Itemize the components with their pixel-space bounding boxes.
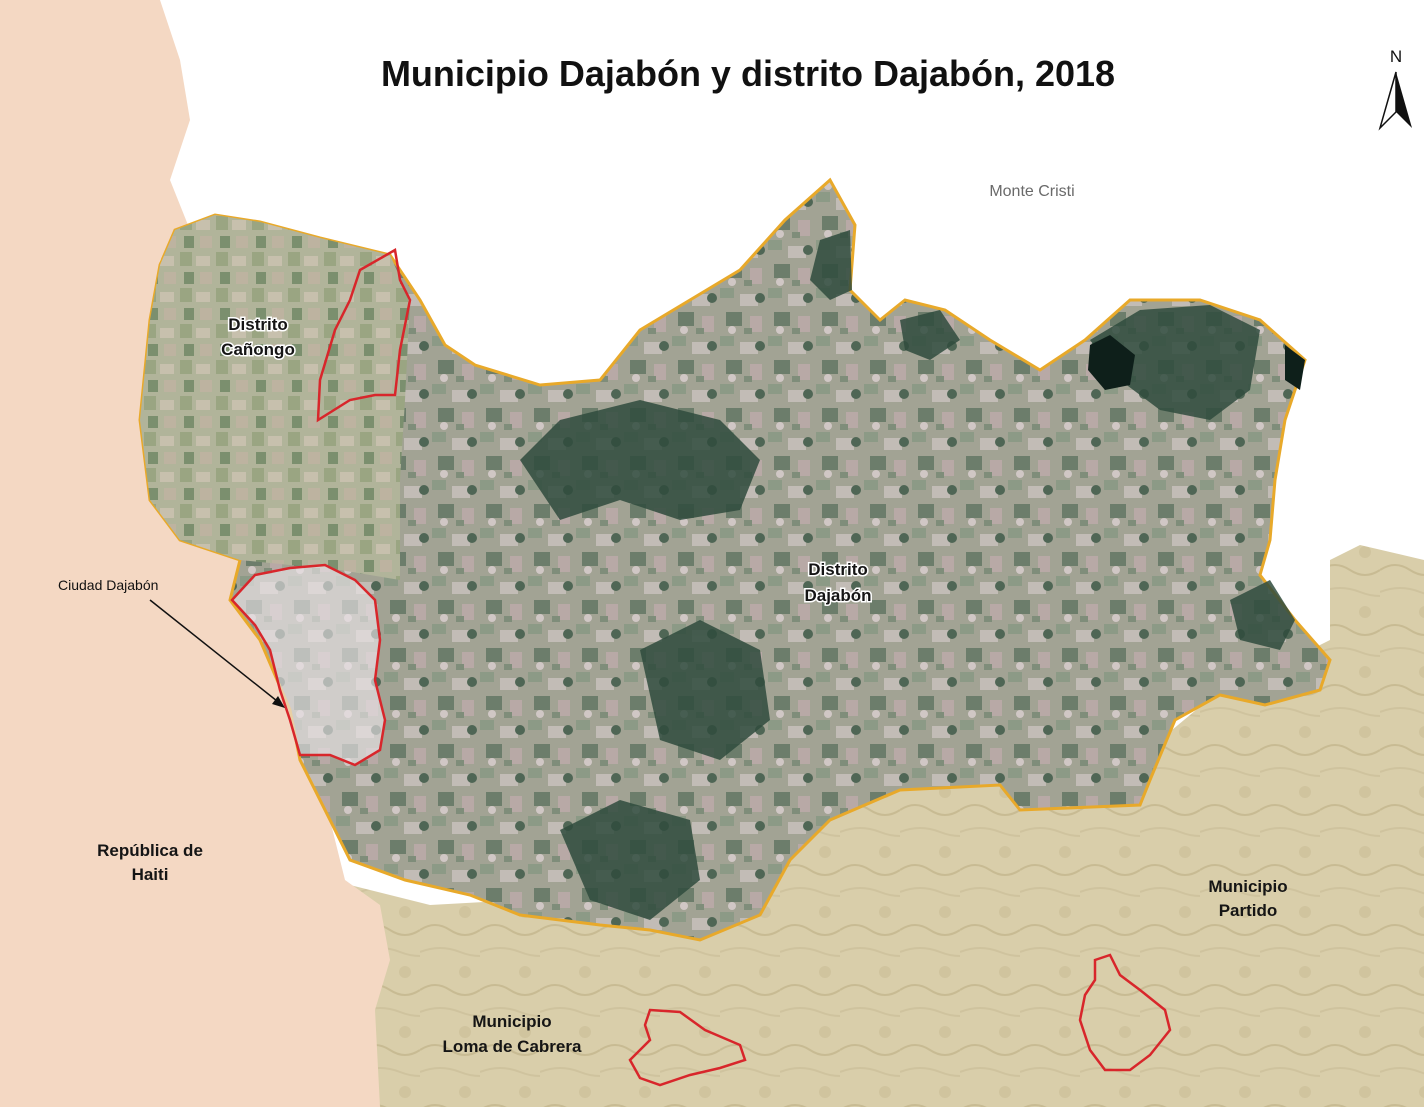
label-republica-haiti-line1: República de bbox=[97, 841, 203, 860]
label-municipio-loma-line2: Loma de Cabrera bbox=[443, 1037, 582, 1056]
partido-urban-boundary bbox=[1078, 953, 1172, 1072]
label-republica-haiti-line2: Haiti bbox=[132, 865, 169, 884]
canongo-urban-boundary bbox=[316, 248, 412, 423]
ciudad-dajabon-callout-line bbox=[149, 599, 283, 706]
reservoir bbox=[1088, 335, 1135, 390]
label-distrito-canongo-line1: Distrito bbox=[228, 315, 288, 334]
label-municipio-partido-line2: Partido bbox=[1219, 901, 1278, 920]
lake-east bbox=[1285, 345, 1305, 390]
label-monte-cristi: Monte Cristi bbox=[989, 183, 1074, 200]
label-municipio-partido-line1: Municipio bbox=[1208, 877, 1287, 896]
label-distrito-dajabon-line2: Dajabón bbox=[804, 586, 871, 605]
north-arrow-letter: N bbox=[1390, 47, 1402, 66]
label-municipio-loma-line1: Municipio bbox=[472, 1012, 551, 1031]
distrito-canongo-area bbox=[140, 215, 410, 580]
label-distrito-dajabon-line1: Distrito bbox=[808, 560, 868, 579]
haiti-area bbox=[0, 0, 390, 1107]
vegetation-patches bbox=[520, 230, 1295, 920]
label-ciudad-dajabon: Ciudad Dajabón bbox=[58, 577, 158, 593]
neighbor-municipalities-area bbox=[330, 545, 1424, 1107]
loma-cabrera-urban-boundary bbox=[628, 1008, 747, 1087]
north-arrow-icon: N bbox=[1378, 47, 1412, 131]
ciudad-dajabon-boundary bbox=[230, 563, 387, 767]
ciudad-dajabon-callout-arrowhead bbox=[272, 696, 285, 708]
map-title: Municipio Dajabón y distrito Dajabón, 20… bbox=[381, 53, 1115, 94]
label-distrito-canongo-line2: Cañongo bbox=[221, 340, 295, 359]
